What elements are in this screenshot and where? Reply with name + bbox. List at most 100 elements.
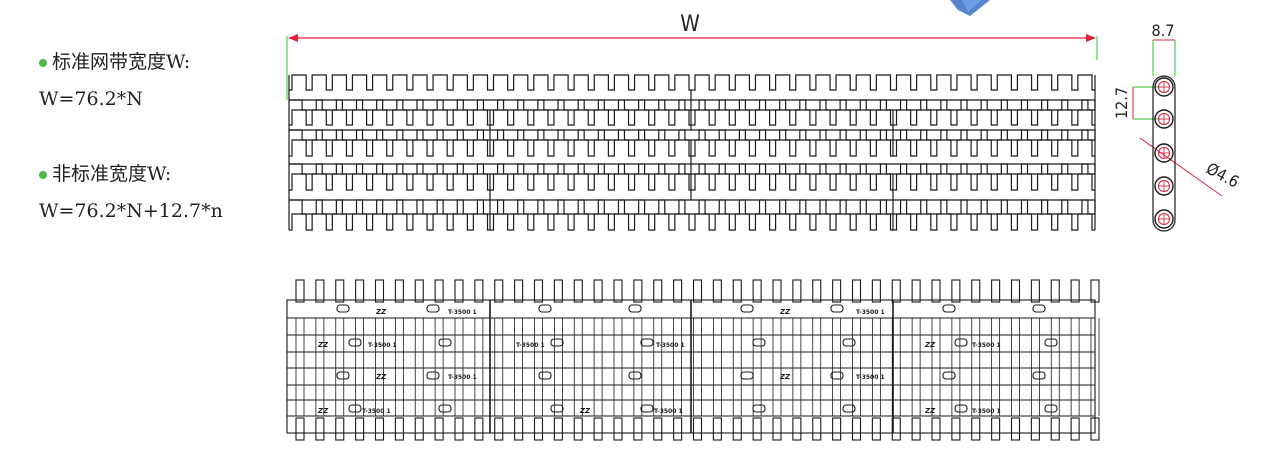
plan-view-logo-marking: ZZ: [375, 373, 387, 381]
width-symbol-text: W: [680, 12, 700, 37]
plan-view-link-slot: [830, 371, 844, 380]
plan-view-rib-bottom: [295, 417, 305, 441]
plan-view-rib-bottom: [553, 417, 563, 441]
plan-view-rib-top: [971, 279, 981, 303]
plan-view-logo-marking: ZZ: [375, 308, 387, 316]
plan-view-rib-top: [633, 279, 643, 303]
side-profile-hinge: [1154, 77, 1174, 97]
plan-view-rib-top: [712, 279, 722, 303]
plan-view-link-slot: [628, 304, 642, 313]
plan-view-link-slot: [426, 304, 440, 313]
plan-view-link-slot: [942, 371, 956, 380]
plan-view-rib-top: [951, 279, 961, 303]
plan-view-rib-top: [394, 279, 404, 303]
plan-view-rib-top: [1030, 279, 1040, 303]
plan-view-rib-top: [832, 279, 842, 303]
plan-view-rib-bottom: [732, 417, 742, 441]
plan-view-rib-bottom: [772, 417, 782, 441]
plan-view-link-slot: [336, 371, 350, 380]
plan-view-rib-bottom: [851, 417, 862, 441]
plan-view-rib-bottom: [832, 417, 842, 441]
plan-view-model-marking: T-3500 1: [516, 342, 545, 349]
plan-view-rib-top: [692, 279, 703, 303]
plan-view-rib-top: [573, 279, 583, 303]
top-view-tooth-row: [289, 109, 1095, 126]
belt-side-profile: 8.7 12.7 Ø4.6: [1112, 21, 1242, 232]
plan-view-rib-top: [374, 279, 385, 303]
plan-view-logo-marking: ZZ: [579, 407, 591, 415]
top-view-tooth-row: [289, 99, 1096, 111]
plan-view-rib-top: [653, 279, 663, 303]
plan-view-rib-bottom: [1010, 417, 1021, 441]
plan-view-link-slot: [550, 404, 564, 413]
plan-view-rib-bottom: [911, 417, 921, 441]
plan-view-rib-bottom: [454, 417, 464, 441]
plan-view-rib-bottom: [434, 417, 444, 441]
plan-view-rib-bottom: [315, 417, 325, 441]
plan-view-rib-bottom: [971, 417, 981, 441]
plan-view-rib-bottom: [1030, 417, 1040, 441]
pitch-text: 12.7: [1112, 87, 1131, 119]
top-view-tooth-row: [289, 129, 1096, 141]
plan-view-rib-top: [732, 279, 742, 303]
plan-view-rib-top: [1070, 279, 1080, 303]
plan-view-rib-bottom: [792, 417, 802, 441]
plan-view-rib-top: [851, 279, 862, 303]
plan-view-link-slot: [1044, 404, 1058, 413]
plan-view-link-slot: [348, 338, 362, 347]
plan-view-rib-bottom: [593, 417, 603, 441]
plan-view-model-marking: T-3500 1: [448, 374, 477, 381]
plan-view-rib-bottom: [414, 417, 424, 441]
plan-view-rib-top: [1090, 279, 1100, 303]
plan-view-rib-top: [454, 279, 464, 303]
plan-view-rib-top: [295, 279, 305, 303]
side-profile-hinge: [1154, 143, 1174, 163]
top-view-tooth-row: [289, 163, 1096, 175]
top-view-tooth-row: [289, 74, 1095, 91]
plan-view-rib-top: [494, 279, 504, 303]
plan-view-link-slot: [336, 304, 350, 313]
plan-view-logo-marking: ZZ: [317, 407, 329, 415]
plan-view-rib-top: [355, 279, 365, 303]
width-dimension: W: [286, 12, 1098, 100]
plan-view-link-slot: [348, 404, 362, 413]
plan-view-rib-top: [891, 279, 901, 303]
plan-view-rib-bottom: [355, 417, 365, 441]
plan-view-model-marking: T-3500 1: [856, 309, 885, 316]
plan-view-rib-bottom: [673, 417, 683, 441]
plan-view-rib-bottom: [533, 417, 544, 441]
plan-view-link-slot: [842, 404, 856, 413]
plan-view-link-slot: [740, 304, 754, 313]
plan-view-link-slot: [1044, 338, 1058, 347]
plan-view-rib-top: [1010, 279, 1021, 303]
plan-view-rib-top: [315, 279, 325, 303]
plan-view-link-slot: [1032, 371, 1046, 380]
plan-view-rib-bottom: [752, 417, 762, 441]
plan-view-rib-bottom: [514, 417, 524, 441]
plan-view-model-marking: T-3500 1: [368, 342, 397, 349]
plan-view-link-slot: [1032, 304, 1046, 313]
plan-view-logo-marking: ZZ: [924, 341, 936, 349]
plan-view-rib-top: [871, 279, 881, 303]
plan-view-link-slot: [538, 371, 552, 380]
plan-view-link-slot: [830, 304, 844, 313]
pitch-width-text: 8.7: [1152, 21, 1175, 40]
plan-view-rib-bottom: [394, 417, 404, 441]
plan-view-link-slot: [550, 338, 564, 347]
plan-view-rib-bottom: [335, 417, 345, 441]
plan-view-rib-top: [792, 279, 802, 303]
plan-view-link-slot: [640, 404, 654, 413]
plan-view-rib-top: [752, 279, 762, 303]
plan-view-rib-bottom: [573, 417, 583, 441]
plan-view-link-slot: [942, 304, 956, 313]
plan-view-link-slot: [752, 338, 766, 347]
belt-plan-view: ZZ T-3500 1 ZZ T-3500 1 ZZ T-3500 1 T-3500 1 T-…: [286, 279, 1100, 441]
plan-view-model-marking: T-3500 1: [654, 408, 683, 415]
standard-width-formula: W=76.2*N: [39, 88, 143, 110]
plan-view-model-marking: T-3500 1: [362, 408, 391, 415]
plan-view-link-slot: [628, 371, 642, 380]
plan-view-link-slot: [954, 338, 968, 347]
plan-view-link-slot: [954, 404, 968, 413]
plan-view-rib-top: [1050, 279, 1060, 303]
plan-view-link-slot: [538, 304, 552, 313]
